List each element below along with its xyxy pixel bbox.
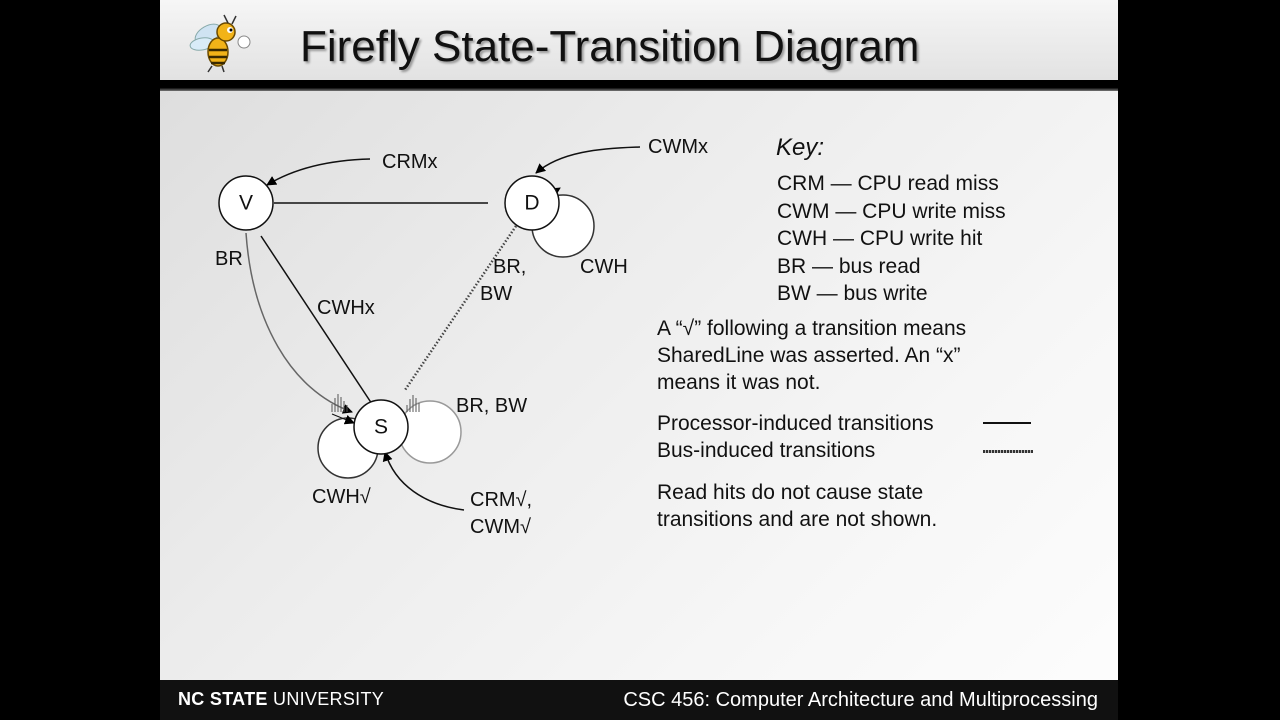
footer: NC STATE UNIVERSITY CSC 456: Computer Ar… [160,680,1118,720]
label-cwmx: CWMx [648,136,708,158]
label-crmx: CRMx [382,151,438,173]
state-transition-diagram: V D S CRMx CWMx BR BR, BW CWH CWHx BR, B… [215,136,708,538]
edge-crmx [266,158,371,186]
state-v-label: V [239,192,253,215]
label-cwh-check: CWH√ [312,486,371,508]
university-name-bold: NC STATE [178,689,268,709]
state-s-node [353,399,409,455]
label-cwm-check: CWM√ [470,516,531,538]
title-bar: Firefly State-Transition Diagram [160,0,1118,80]
label-cwh: CWH [580,256,628,278]
university-name-rest: UNIVERSITY [267,689,385,709]
note-line: Read hits do not cause state [657,481,924,504]
note-line: A “√” following a transition means [657,317,967,340]
label-crm-check: CRM√, [470,489,532,511]
edge-v-s-cwhx [260,235,373,405]
legend-bus: Bus-induced transitions [657,439,876,462]
label-br-d: BR, [493,256,526,278]
s-self-loop-bus [398,400,462,464]
sharedline-note: A “√” following a transition means Share… [657,315,966,396]
title-divider [160,80,1118,91]
line-legend: Processor-induced transitions Bus-induce… [657,410,934,464]
key-item: CWM — CPU write miss [777,199,1006,223]
label-br-v: BR [215,248,243,270]
state-d-node [504,175,560,231]
slide: Firefly State-Transition Diagram [160,0,1118,720]
university-name: NC STATE UNIVERSITY [178,689,384,710]
shared-line-mark-right [406,395,420,412]
note-line: means it was not. [657,371,821,394]
key-item: CRM — CPU read miss [777,172,999,195]
key-item: BW — bus write [777,282,928,305]
edge-cwmx [535,146,641,174]
label-cwhx: CWHx [317,297,375,319]
state-s-label: S [374,416,388,439]
shared-line-mark-left [331,394,348,412]
legend-processor-line [983,422,1031,424]
course-title: CSC 456: Computer Architecture and Multi… [623,689,1098,711]
label-br-bw-s: BR, BW [456,395,527,417]
note-line: transitions and are not shown. [657,508,938,531]
edge-d-s-bus [403,225,518,391]
key-item: BR — bus read [777,254,921,278]
firefly-logo-icon [189,14,251,73]
legend-bus-line [983,450,1033,453]
state-v-node [218,175,274,231]
edge-crm-cwm-check [382,451,465,511]
edge-s-v-br [245,232,353,414]
read-hits-note: Read hits do not cause state transitions… [657,479,937,533]
s-cwh-arrowhead [331,413,355,425]
note-line: SharedLine was asserted. An “x” [657,344,961,367]
state-d-label: D [524,192,539,215]
key-list: CRM — CPU read miss CWM — CPU write miss… [777,170,1006,308]
label-bw-d: BW [480,283,512,305]
key-item: CWH — CPU write hit [777,227,983,250]
legend-processor: Processor-induced transitions [657,412,934,435]
key-title: Key: [776,134,825,161]
page-title: Firefly State-Transition Diagram [300,22,920,71]
